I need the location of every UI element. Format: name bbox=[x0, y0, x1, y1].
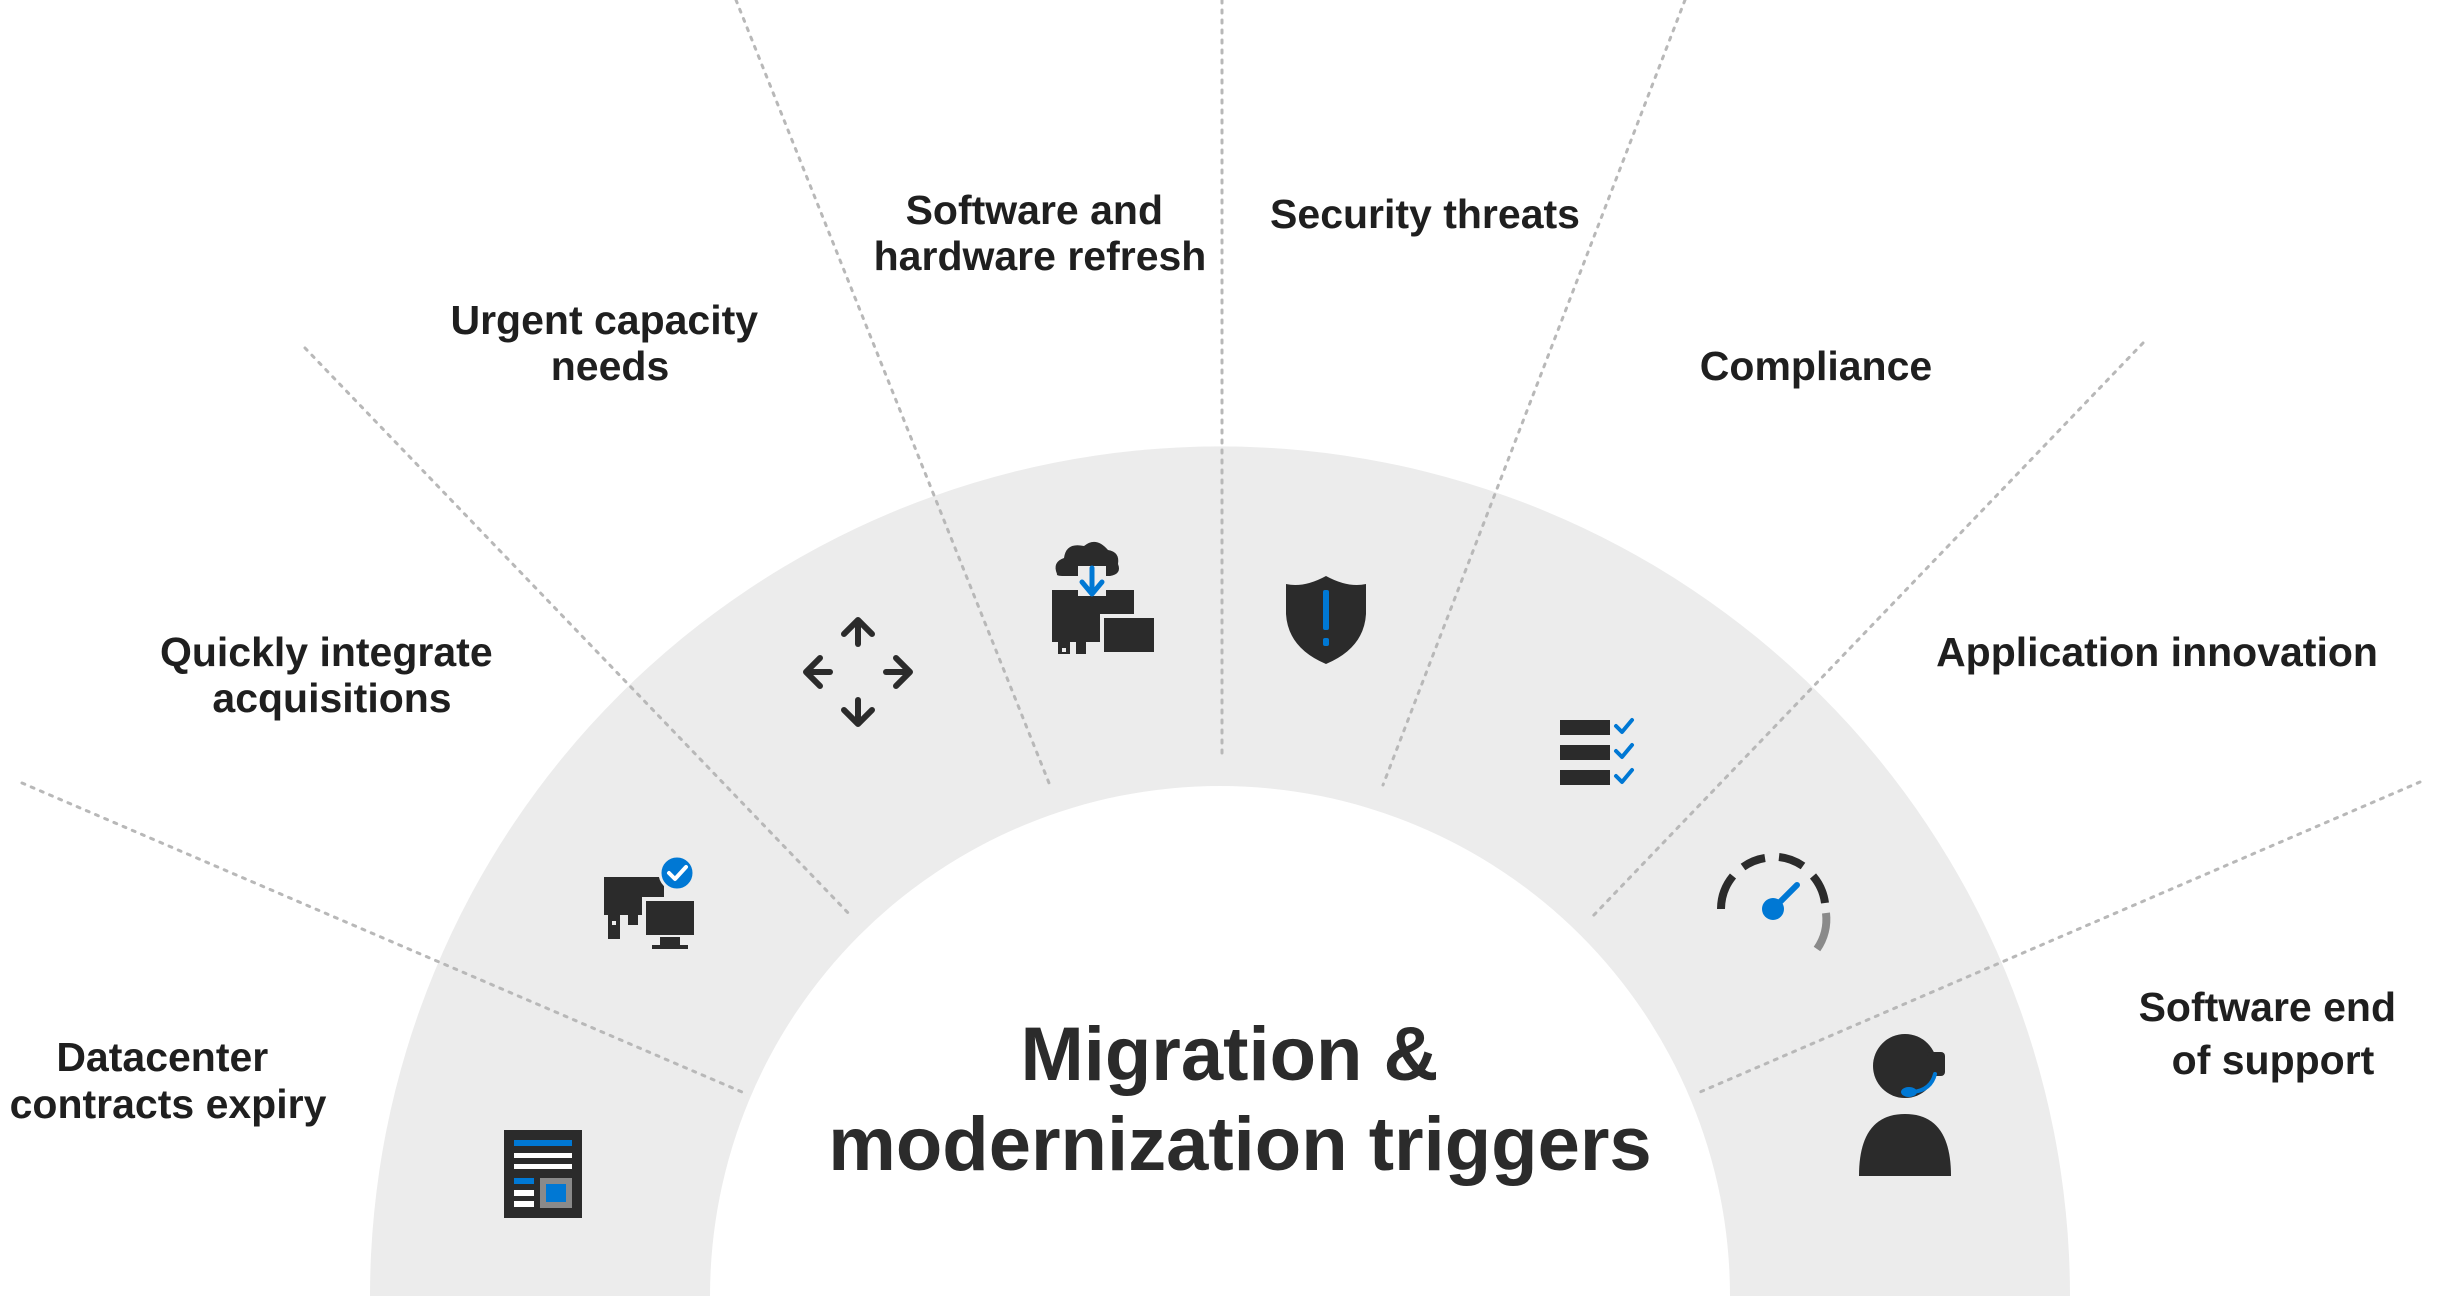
diagram-title: Migration & modernization triggers bbox=[828, 1012, 1651, 1187]
cloud-download-devices-icon bbox=[1052, 541, 1158, 656]
divider-line bbox=[20, 781, 744, 1094]
label-line: Security threats bbox=[1270, 191, 1580, 237]
trigger-label-security: Security threats bbox=[1270, 191, 1580, 237]
divider-line bbox=[1590, 341, 2145, 919]
divider-line bbox=[1698, 780, 2422, 1094]
datacenter-report-icon bbox=[504, 1130, 582, 1218]
checklist-icon bbox=[1560, 718, 1634, 785]
trigger-label-datacenter: Datacenter contracts expiry bbox=[10, 1034, 327, 1127]
title-line-1: Migration & bbox=[1020, 1012, 1438, 1097]
devices-check-icon bbox=[604, 854, 698, 949]
trigger-label-acquisitions: Quickly integrate acquisitions bbox=[160, 629, 504, 721]
label-line: Urgent capacity bbox=[450, 297, 758, 343]
label-line: Quickly integrate bbox=[160, 629, 493, 675]
divider-line bbox=[734, 0, 1053, 790]
divider-line bbox=[303, 346, 854, 919]
trigger-label-refresh: Software and hardware refresh bbox=[874, 187, 1207, 279]
label-line: acquisitions bbox=[212, 675, 451, 721]
move-arrows-icon bbox=[803, 617, 913, 727]
divider-line bbox=[1381, 0, 1687, 787]
title-line-2: modernization triggers bbox=[828, 1102, 1651, 1187]
support-agent-icon bbox=[1859, 1034, 1951, 1176]
divider-lines bbox=[20, 0, 2422, 1094]
trigger-label-compliance: Compliance bbox=[1700, 343, 1932, 389]
label-line: needs bbox=[551, 343, 670, 389]
label-line: Compliance bbox=[1700, 343, 1932, 389]
trigger-label-end-of-support: Software end of support bbox=[2139, 984, 2408, 1083]
shield-alert-icon bbox=[1286, 576, 1366, 664]
label-line: hardware refresh bbox=[874, 233, 1207, 279]
label-line: Application innovation bbox=[1936, 629, 2378, 675]
label-line: Software and bbox=[906, 187, 1163, 233]
label-line: Software end bbox=[2139, 984, 2396, 1030]
trigger-label-innovation: Application innovation bbox=[1936, 629, 2378, 675]
ring-band bbox=[370, 446, 2070, 1296]
label-line: Datacenter bbox=[56, 1034, 268, 1080]
speedometer-icon bbox=[1717, 853, 1831, 952]
label-line: of support bbox=[2172, 1037, 2375, 1083]
trigger-label-capacity: Urgent capacity needs bbox=[450, 297, 769, 389]
label-line: contracts expiry bbox=[10, 1081, 327, 1127]
